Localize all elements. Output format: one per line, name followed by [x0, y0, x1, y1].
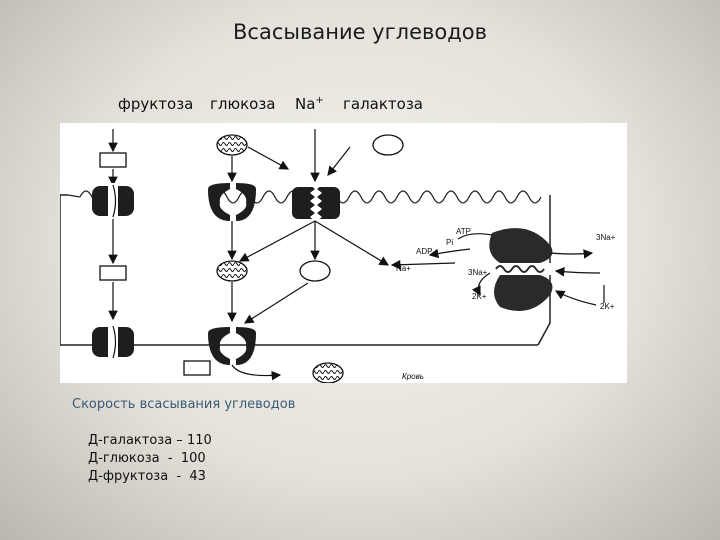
- potassium-2-left-label: 2K+: [472, 292, 487, 301]
- label-glucose: глюкоза: [210, 95, 276, 113]
- potassium-2-right-label: 2K+: [600, 302, 615, 311]
- absorption-diagram: ATP Pi ADP Na+ 3Na+ 3Na+ 2K+ 2K+ Кровь: [59, 123, 627, 384]
- cell-membrane-right: [537, 195, 551, 346]
- rate-fructose: Д-фруктоза - 43: [88, 469, 206, 484]
- fructose-molecule-outside: [99, 152, 127, 168]
- absorption-rate-list: Д-галактоза – 110 Д-глюкоза - 100 Д-фрук…: [88, 432, 212, 486]
- sodium-exit-label: Na+: [396, 264, 411, 273]
- absorption-rate-heading: Скорость всасывания углеводов: [72, 397, 296, 412]
- fructose-transporter-apical: [92, 183, 134, 219]
- glucose-molecule-cell: [216, 260, 248, 282]
- sodium-3-top-label: 3Na+: [596, 233, 616, 242]
- sodium-potassium-pump: [489, 228, 554, 311]
- label-fructose: фруктоза: [118, 95, 194, 113]
- galactose-molecule-cell: [299, 260, 331, 282]
- slide-title: Всасывание углеводов: [233, 20, 487, 44]
- fructose-molecule-blood: [183, 360, 211, 376]
- label-galactose: галактоза: [343, 95, 423, 113]
- pi-label: Pi: [446, 238, 453, 247]
- fructose-transporter-basolateral: [92, 324, 134, 360]
- atp-label: ATP: [456, 227, 471, 236]
- galactose-molecule-outside: [372, 134, 404, 156]
- fructose-molecule-cell: [99, 265, 127, 281]
- cell-membrane-left: [59, 194, 538, 346]
- sodium-3-mid-label: 3Na+: [468, 268, 488, 277]
- rate-galactose: Д-галактоза – 110: [88, 433, 212, 448]
- rate-glucose: Д-глюкоза - 100: [88, 451, 206, 466]
- glucose-molecule-outside: [216, 134, 248, 156]
- label-sodium: Na+: [295, 95, 324, 113]
- adp-label: ADP: [416, 247, 432, 256]
- glucose-transporter-apical: [208, 183, 256, 221]
- sodium-cotransporter: [292, 185, 340, 221]
- glucose-molecule-blood: [312, 362, 344, 384]
- blood-label: Кровь: [402, 372, 424, 381]
- glucose-transporter-basolateral: [208, 327, 256, 365]
